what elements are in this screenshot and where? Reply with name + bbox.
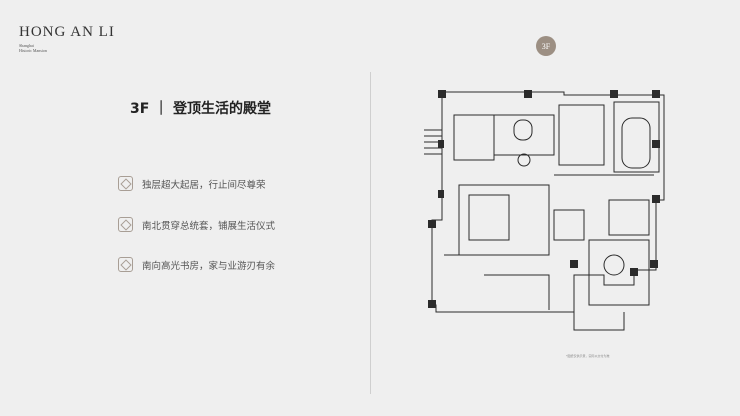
feature-item-study: 南向高光书房，家与业游刃有余 — [118, 257, 275, 272]
brand-subtitle-city: Shanghai — [19, 43, 34, 48]
footnote: *图纸仅供示意，实际以交付为准 — [566, 354, 610, 358]
feature-item-suite: 南北贯穿总统套，铺展生活仪式 — [118, 217, 275, 232]
vertical-divider — [370, 72, 371, 394]
feature-label: 独层超大起居，行止间尽尊荣 — [142, 179, 266, 191]
floor-plan-drawing — [424, 90, 665, 331]
diamond-badge-icon — [118, 257, 133, 272]
section-heading: 3F ｜ 登顶生活的殿堂 — [130, 101, 272, 117]
diamond-badge-icon — [118, 217, 133, 232]
diamond-badge-icon — [118, 176, 133, 191]
brand-subtitle-desc: Historic Mansion — [19, 48, 47, 53]
floor-badge: 3F — [536, 36, 556, 56]
feature-label: 南向高光书房，家与业游刃有余 — [142, 260, 276, 272]
feature-label: 南北贯穿总统套，铺展生活仪式 — [142, 220, 276, 232]
brand-title: HONG AN LI — [19, 24, 115, 40]
feature-item-living: 独层超大起居，行止间尽尊荣 — [118, 176, 266, 191]
